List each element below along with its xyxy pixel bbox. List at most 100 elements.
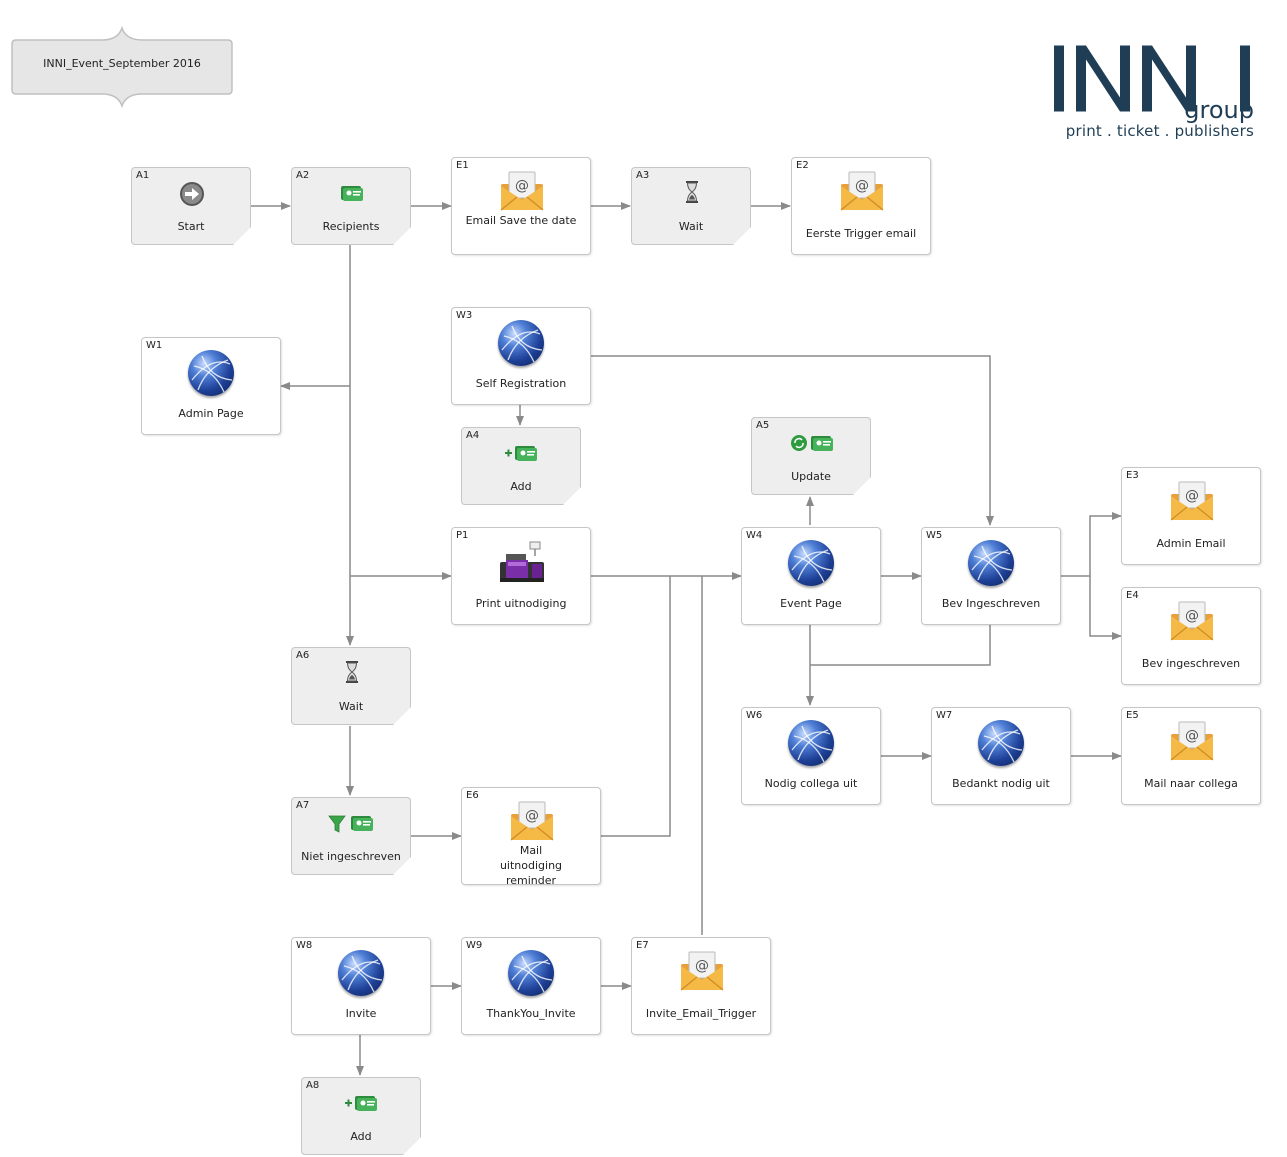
logo-group-text: group — [1184, 96, 1254, 124]
node-a5-update[interactable]: A5 Update — [751, 417, 871, 495]
hourglass-icon — [684, 180, 700, 204]
add-recipient-icon — [504, 444, 538, 462]
node-w8-invite[interactable]: W8 Invite — [291, 937, 431, 1035]
hourglass-icon — [344, 660, 360, 684]
node-id: A4 — [466, 430, 480, 441]
logo-tagline: print . ticket . publishers — [1065, 122, 1254, 140]
node-id: W3 — [456, 310, 473, 321]
node-e4-bev-ingeschreven[interactable]: E4 @ Bev ingeschreven — [1121, 587, 1261, 685]
node-label: Bev Ingeschreven — [941, 597, 1041, 610]
node-w5-bev-ingeschreven[interactable]: W5 Bev Ingeschreven — [921, 527, 1061, 625]
node-a7-niet-ingeschreven[interactable]: A7 Niet ingeschreven — [291, 797, 411, 875]
edge-e6-w4 — [600, 576, 671, 837]
node-id: A3 — [636, 170, 650, 181]
node-a4-add[interactable]: A4 Add — [461, 427, 581, 505]
node-label: Nodig collega uit — [764, 777, 858, 790]
envelope-icon: @ — [840, 171, 884, 211]
svg-text:@: @ — [855, 178, 869, 194]
node-a6-wait[interactable]: A6 Wait — [291, 647, 411, 725]
node-label: Event Page — [780, 597, 842, 610]
node-id: A7 — [296, 800, 310, 811]
node-id: A2 — [296, 170, 310, 181]
edge-w5-split — [1060, 512, 1122, 577]
printer-icon — [500, 541, 544, 582]
node-id: W8 — [296, 940, 313, 951]
node-label: Mail uitnodiging reminder — [499, 844, 563, 887]
node-e1-email-save-the-date[interactable]: E1 @ Email Save the date — [451, 157, 591, 255]
node-w4-event-page[interactable]: W4 Event Page — [741, 527, 881, 625]
node-id: W7 — [936, 710, 953, 721]
node-label: Niet ingeschreven — [301, 850, 401, 863]
node-a8-add[interactable]: A8 Add — [301, 1077, 421, 1155]
node-id: W4 — [746, 530, 763, 541]
node-label: Admin Email — [1156, 537, 1226, 550]
envelope-icon: @ — [1170, 481, 1214, 521]
node-label: Bev ingeschreven — [1141, 657, 1241, 670]
svg-text:@: @ — [695, 958, 709, 974]
node-e6-mail-uitnodiging-reminder[interactable]: E6 @ Mail uitnodiging reminder — [461, 787, 601, 887]
node-label: Mail naar collega — [1144, 777, 1238, 790]
update-recipient-icon — [790, 434, 834, 452]
node-label: Eerste Trigger email — [805, 227, 917, 240]
node-id: A5 — [756, 420, 770, 431]
svg-text:@: @ — [1185, 728, 1199, 744]
node-e2-eerste-trigger-email[interactable]: E2 @ Eerste Trigger email — [791, 157, 931, 255]
node-a3-wait[interactable]: A3 Wait — [631, 167, 751, 245]
node-id: A6 — [296, 650, 310, 661]
node-id: E4 — [1126, 590, 1139, 601]
node-id: P1 — [456, 530, 469, 541]
campaign-title-banner — [11, 26, 233, 108]
envelope-icon: @ — [1170, 601, 1214, 641]
globe-icon — [188, 350, 234, 396]
inni-logo — [1054, 45, 1250, 112]
envelope-icon: @ — [500, 171, 544, 211]
node-e3-admin-email[interactable]: E3 @ Admin Email — [1121, 467, 1261, 565]
node-a1-start[interactable]: A1 Start — [131, 167, 251, 245]
node-id: W5 — [926, 530, 943, 541]
node-id: W9 — [466, 940, 483, 951]
node-id: E7 — [636, 940, 649, 951]
node-label: Start — [177, 220, 205, 233]
node-id: E1 — [456, 160, 469, 171]
arrow-right-icon — [178, 180, 206, 208]
node-w1-admin-page[interactable]: W1 Admin Page — [141, 337, 281, 435]
node-id: E2 — [796, 160, 809, 171]
node-w3-self-registration[interactable]: W3 Self Registration — [451, 307, 591, 405]
node-a2-recipients[interactable]: A2 Recipients — [291, 167, 411, 245]
globe-icon — [788, 720, 834, 766]
node-label: Invite_Email_Trigger — [645, 1007, 757, 1020]
node-w7-bedankt-nodig-uit[interactable]: W7 Bedankt nodig uit — [931, 707, 1071, 805]
node-id: E3 — [1126, 470, 1139, 481]
svg-text:@: @ — [1185, 608, 1199, 624]
svg-text:@: @ — [515, 178, 529, 194]
node-label: Email Save the date — [465, 214, 577, 227]
node-id: A1 — [136, 170, 150, 181]
node-id: W1 — [146, 340, 163, 351]
recipients-card-icon — [340, 184, 364, 202]
node-label: Admin Page — [178, 407, 244, 420]
node-label: Bedankt nodig uit — [952, 777, 1050, 790]
node-label: Wait — [678, 220, 704, 233]
globe-icon — [498, 320, 544, 366]
node-label: Add — [350, 1130, 372, 1143]
edge-w5-w6 — [810, 625, 991, 666]
node-id: E5 — [1126, 710, 1139, 721]
svg-text:@: @ — [1185, 488, 1199, 504]
node-w6-nodig-collega-uit[interactable]: W6 Nodig collega uit — [741, 707, 881, 805]
globe-icon — [508, 950, 554, 996]
edge-w5-e4 — [1089, 576, 1122, 640]
globe-icon — [338, 950, 384, 996]
node-p1-print-uitnodiging[interactable]: P1 Print uitnodiging — [451, 527, 591, 625]
node-label: Wait — [338, 700, 364, 713]
envelope-icon: @ — [510, 801, 554, 841]
node-label: Recipients — [322, 220, 380, 233]
node-e7-invite-email-trigger[interactable]: E7 @ Invite_Email_Trigger — [631, 937, 771, 1035]
globe-icon — [788, 540, 834, 586]
node-label: Add — [510, 480, 532, 493]
add-recipient-icon — [344, 1094, 378, 1112]
node-label: Update — [791, 470, 831, 483]
node-w9-thankyou-invite[interactable]: W9 ThankYou_Invite — [461, 937, 601, 1035]
node-e5-mail-naar-collega[interactable]: E5 @ Mail naar collega — [1121, 707, 1261, 805]
envelope-icon: @ — [1170, 721, 1214, 761]
